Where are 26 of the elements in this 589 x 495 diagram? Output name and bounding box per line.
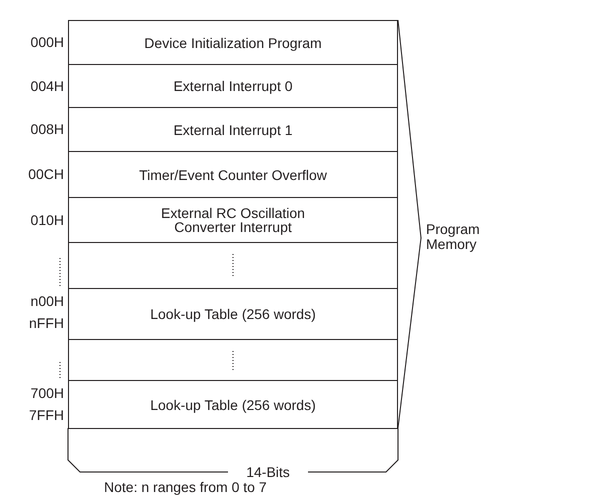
empty-memory-row: [68, 242, 398, 289]
address-label: 00CH: [28, 166, 64, 182]
memory-row: [68, 288, 398, 340]
memory-row: [68, 197, 398, 243]
memory-label: Program Memory: [426, 222, 481, 252]
width-label: 14-Bits: [245, 465, 291, 480]
address-label: 000H: [30, 34, 64, 50]
row-label: Look-up Table (256 words): [149, 307, 317, 321]
address-label: 700H 7FFH: [29, 384, 64, 425]
row-label: External RC Oscillation Converter Interrupt: [160, 206, 306, 234]
row-label: External Interrupt 1: [172, 122, 294, 136]
row-label: Device Initialization Program: [143, 36, 323, 50]
row-label: Timer/Event Counter Overflow: [138, 168, 328, 182]
memory-row: [68, 20, 398, 65]
address-label: 004H: [30, 78, 64, 94]
memory-row: [68, 64, 398, 108]
address-label: 008H: [30, 121, 64, 137]
note-text: Note: n ranges from 0 to 7: [104, 480, 267, 495]
memory-row: [68, 107, 398, 152]
row-label: Look-up Table (256 words): [149, 398, 317, 412]
memory-row: [68, 151, 398, 198]
memory-row: [68, 380, 398, 429]
empty-memory-row: [68, 339, 398, 381]
address-label: n00H nFFH: [29, 292, 64, 333]
row-label: External Interrupt 0: [172, 79, 294, 93]
address-label: 010H: [30, 212, 64, 228]
